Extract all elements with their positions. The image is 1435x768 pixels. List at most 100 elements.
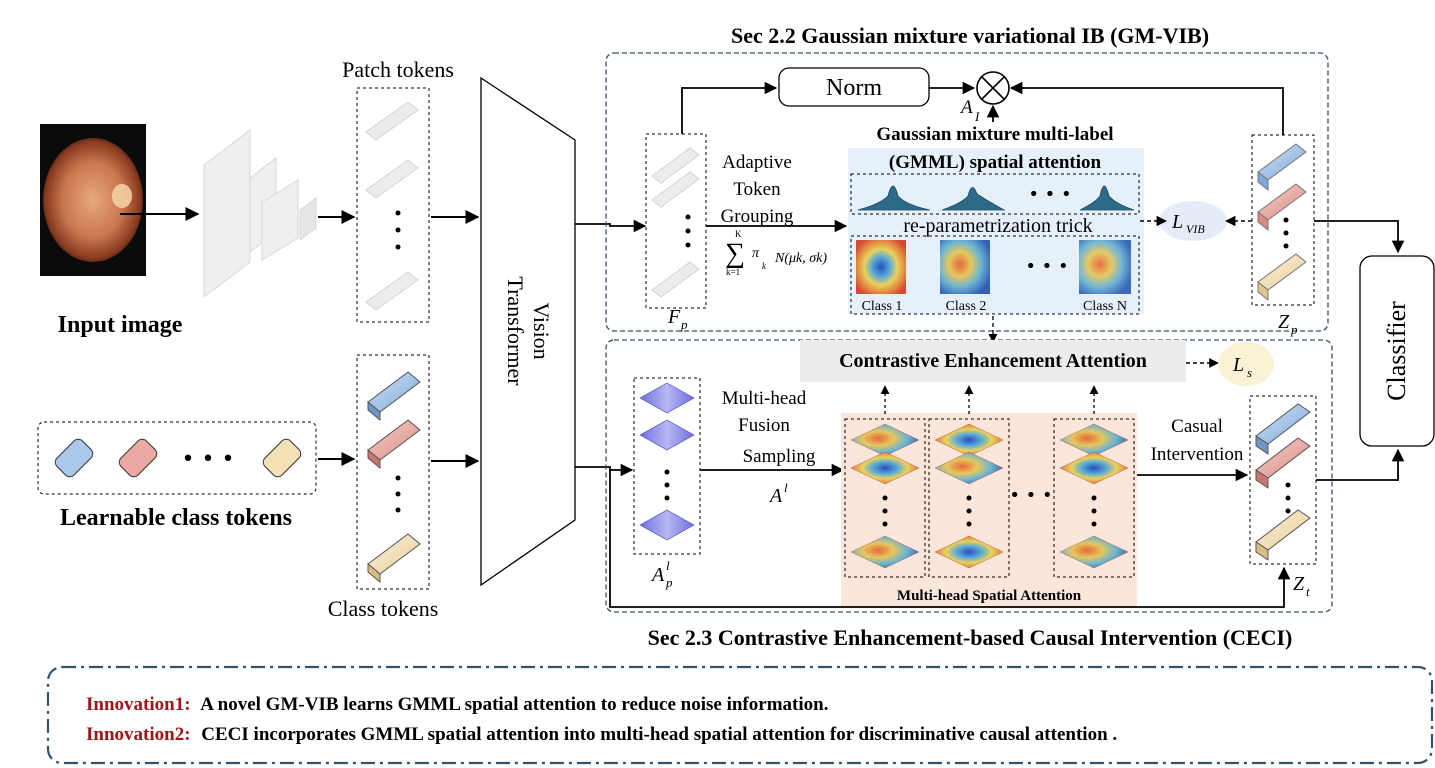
ai-label: A I bbox=[959, 97, 980, 124]
zt-ellipsis bbox=[1285, 482, 1291, 514]
innovation-1-key: Innovation1: bbox=[86, 694, 191, 715]
arrow-zt-to-classifier bbox=[1316, 448, 1405, 481]
apl-attention-maps bbox=[639, 382, 695, 541]
sec22-box bbox=[605, 52, 1329, 332]
innovation-1-text: A novel GM-VIB learns GMML spatial atten… bbox=[200, 694, 828, 715]
arrow-vit-to-fp bbox=[575, 219, 647, 233]
svg-text:s: s bbox=[1247, 365, 1252, 380]
svg-text:l: l bbox=[784, 480, 788, 495]
svg-text:VIB: VIB bbox=[1186, 222, 1205, 236]
mhsa-label: Multi-head Spatial Attention bbox=[897, 588, 1082, 604]
patch-tokens-label: Patch tokens bbox=[342, 57, 454, 82]
sec23-title: Sec 2.3 Contrastive Enhancement-based Ca… bbox=[648, 625, 1293, 650]
svg-text:Z: Z bbox=[1278, 311, 1290, 333]
arrow-fp-to-norm bbox=[681, 81, 778, 134]
vision-transformer-block bbox=[480, 76, 576, 587]
cea-label: Contrastive Enhancement Attention bbox=[839, 350, 1147, 372]
svg-text:t: t bbox=[1306, 584, 1310, 599]
innovation-1: Innovation1: A novel GM-VIB learns GMML … bbox=[86, 694, 828, 715]
svg-text:N(μk, σk): N(μk, σk) bbox=[774, 251, 827, 266]
class-tokens-box bbox=[356, 354, 430, 590]
vision-transformer-label: Vision Transformer bbox=[503, 276, 554, 386]
apl-box bbox=[633, 377, 701, 555]
mhsa-columns bbox=[844, 418, 1135, 578]
zt-token-shapes bbox=[1255, 403, 1311, 561]
input-image-label: Input image bbox=[58, 312, 183, 338]
mhsa-heatmaps bbox=[850, 423, 1129, 569]
class-heatmaps-box bbox=[850, 235, 1140, 315]
mhf-line2: Fusion bbox=[738, 415, 790, 436]
ls-bubble bbox=[1218, 342, 1274, 386]
patch-tokens-box bbox=[356, 87, 430, 323]
gaussian-peaks-box bbox=[850, 173, 1140, 215]
fp-ellipsis bbox=[685, 214, 691, 248]
zp-ellipsis bbox=[1283, 217, 1289, 249]
innovation-2: Innovation2: CECI incorporates GMML spat… bbox=[86, 724, 1117, 745]
apl-ellipsis bbox=[664, 469, 670, 501]
classifier-block bbox=[1359, 255, 1435, 447]
mhf-line1: Multi-head bbox=[722, 388, 807, 409]
mhf-line3: Sampling bbox=[743, 446, 816, 467]
gmml-title-line2: (GMML) spatial attention bbox=[889, 152, 1102, 173]
svg-text:L: L bbox=[1232, 354, 1244, 376]
svg-text:l: l bbox=[666, 558, 670, 573]
class-heatmaps bbox=[856, 240, 1131, 294]
svg-text:k: k bbox=[762, 261, 767, 271]
svg-text:p: p bbox=[665, 575, 673, 590]
svg-text:∑: ∑ bbox=[725, 238, 745, 269]
zp-token-shapes bbox=[1257, 143, 1307, 302]
fp-label: F p bbox=[667, 306, 688, 332]
svg-text:p: p bbox=[1290, 322, 1298, 337]
svg-text:I: I bbox=[974, 109, 980, 124]
classN-label: Class N bbox=[1083, 299, 1127, 314]
patch-ellipsis bbox=[395, 210, 401, 250]
zp-label: Z p bbox=[1278, 311, 1298, 337]
mhsa-vertical-dots bbox=[882, 495, 1097, 527]
gmml-title-line1: Gaussian mixture multi-label bbox=[876, 124, 1113, 145]
fp-box bbox=[645, 133, 707, 309]
apl-label: A p l bbox=[650, 558, 673, 590]
innovation-box bbox=[46, 665, 1434, 765]
patch-token-shapes bbox=[365, 101, 419, 311]
fp-token-shapes bbox=[651, 147, 700, 298]
casual-line1: Casual bbox=[1171, 416, 1223, 437]
svg-text:Vision: Vision bbox=[529, 302, 554, 359]
lvib-label: L VIB bbox=[1171, 211, 1205, 236]
atg-line2: Token bbox=[733, 179, 781, 200]
peaks-ellipsis: • • • bbox=[1028, 184, 1071, 205]
ls-label: L s bbox=[1232, 354, 1252, 380]
svg-text:A: A bbox=[959, 97, 973, 118]
learnable-ellipsis: • • • bbox=[182, 447, 235, 472]
svg-text:L: L bbox=[1171, 211, 1183, 233]
innovation-2-key: Innovation2: bbox=[86, 724, 191, 745]
classifier-label: Classifier bbox=[1382, 301, 1411, 401]
multiply-icon bbox=[976, 71, 1010, 105]
class-token-shapes bbox=[367, 371, 421, 584]
mhsa-ellipsis: • • • bbox=[1009, 485, 1052, 506]
class2-label: Class 2 bbox=[946, 299, 987, 314]
arrow-vit-to-apl bbox=[575, 463, 634, 477]
svg-text:Z: Z bbox=[1293, 573, 1305, 595]
learnable-tokens-label: Learnable class tokens bbox=[60, 505, 292, 531]
svg-text:K: K bbox=[735, 229, 742, 239]
cnn-blocks bbox=[203, 128, 317, 299]
cea-block bbox=[800, 340, 1186, 382]
gaussian-mixture-formula: K ∑ k=1 π k N(μk, σk) bbox=[725, 229, 827, 277]
reparam-label: re-parametrization trick bbox=[903, 215, 1092, 237]
sec22-title: Sec 2.2 Gaussian mixture variational IB … bbox=[731, 23, 1209, 48]
svg-text:A: A bbox=[768, 485, 783, 507]
svg-text:k=1: k=1 bbox=[726, 267, 740, 277]
input-image bbox=[40, 124, 146, 276]
norm-label: Norm bbox=[826, 75, 882, 101]
norm-block bbox=[778, 67, 930, 107]
learnable-token-shapes bbox=[54, 438, 302, 478]
zt-label: Z t bbox=[1293, 573, 1310, 599]
casual-line2: Intervention bbox=[1151, 444, 1244, 465]
svg-text:A: A bbox=[650, 564, 665, 586]
learnable-tokens-box bbox=[37, 421, 317, 495]
svg-text:F: F bbox=[667, 306, 681, 328]
atg-line1: Adaptive bbox=[722, 152, 792, 173]
al-label: A l bbox=[768, 480, 788, 507]
arrow-zp-to-mult bbox=[1009, 81, 1284, 135]
